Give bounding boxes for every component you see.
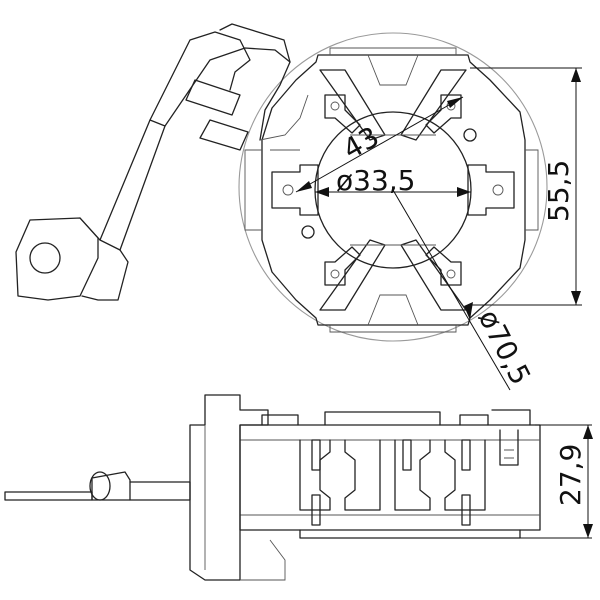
- side-body-outline: [239, 424, 541, 531]
- body-step-right: [525, 149, 539, 231]
- side-top-cap-4: [491, 409, 531, 426]
- side-top-cap-2: [324, 411, 441, 426]
- dim-55-5-arrow-b: [571, 291, 581, 305]
- side-lead-ferrule: [89, 471, 111, 501]
- dim-55-5-label: 55,5: [542, 160, 575, 222]
- central-bore: [314, 111, 472, 269]
- brush-box-2: [344, 439, 381, 511]
- body-step-bottom: [329, 325, 457, 333]
- fixing-hole-lower: [301, 225, 315, 239]
- side-lead-connector: [91, 471, 131, 501]
- rib-lower-left: [319, 239, 386, 311]
- lead-wire-assembly: [15, 23, 309, 301]
- brush-box-3: [394, 439, 431, 511]
- dim-27-9-arrow-a: [583, 425, 593, 439]
- outer-reference-circle: [238, 32, 548, 342]
- side-view-dimensions: 27,9: [520, 424, 593, 539]
- side-lead-wire: [4, 491, 93, 501]
- body-step-top: [329, 47, 457, 55]
- top-view: [15, 23, 548, 342]
- tab-4: [311, 494, 321, 526]
- dim-70-5-arrow: [464, 302, 473, 320]
- body-outline: [261, 54, 526, 326]
- brush-box-1: [299, 439, 331, 511]
- brush-box-4: [444, 439, 486, 511]
- side-lead-shaft: [129, 481, 191, 501]
- fixing-hole-upper: [463, 128, 477, 142]
- rib-upper-right: [400, 69, 467, 141]
- dim-43-line: [295, 96, 464, 193]
- side-top-cap-3: [459, 414, 489, 426]
- side-right-clip: [499, 429, 519, 466]
- dim-55-5-arrow-a: [571, 68, 581, 82]
- dim-33-5-label: ø33,5: [336, 164, 415, 197]
- tab-1: [311, 439, 321, 471]
- terminal-left: [271, 164, 319, 216]
- side-view: [4, 394, 541, 581]
- dim-43-arrow-b: [447, 97, 463, 108]
- dim-70-5-leader: [392, 189, 511, 391]
- terminal-lower-right: [425, 246, 462, 286]
- body-step-left: [244, 149, 262, 231]
- side-left-bracket: [189, 394, 269, 581]
- eyelet-hole: [29, 242, 61, 274]
- side-base-flange: [299, 529, 521, 539]
- tab-2: [402, 439, 412, 471]
- tab-3: [461, 439, 471, 471]
- dim-27-9-arrow-b: [583, 524, 593, 538]
- dim-27-9-label: 27,9: [554, 444, 587, 506]
- dim-70-5-label: ø70,5: [472, 304, 537, 390]
- dim-33-5-arrow-b: [457, 187, 471, 197]
- dim-33-5-arrow-a: [315, 187, 329, 197]
- side-bracket-inner: [204, 425, 286, 581]
- terminal-upper-left: [324, 94, 361, 134]
- body-slot-lower: [367, 294, 419, 326]
- body-slot-upper: [367, 54, 419, 86]
- dim-43-arrow-a: [296, 181, 312, 192]
- side-right-clip-lines: [504, 439, 514, 459]
- rib-lower-right: [400, 239, 467, 311]
- terminal-right: [467, 164, 515, 216]
- tab-5: [461, 494, 471, 526]
- side-top-cap-1: [261, 414, 299, 426]
- terminal-lower-left: [324, 246, 361, 286]
- top-view-dimensions: 43 ø33,5 55,5 ø70,5: [295, 67, 582, 391]
